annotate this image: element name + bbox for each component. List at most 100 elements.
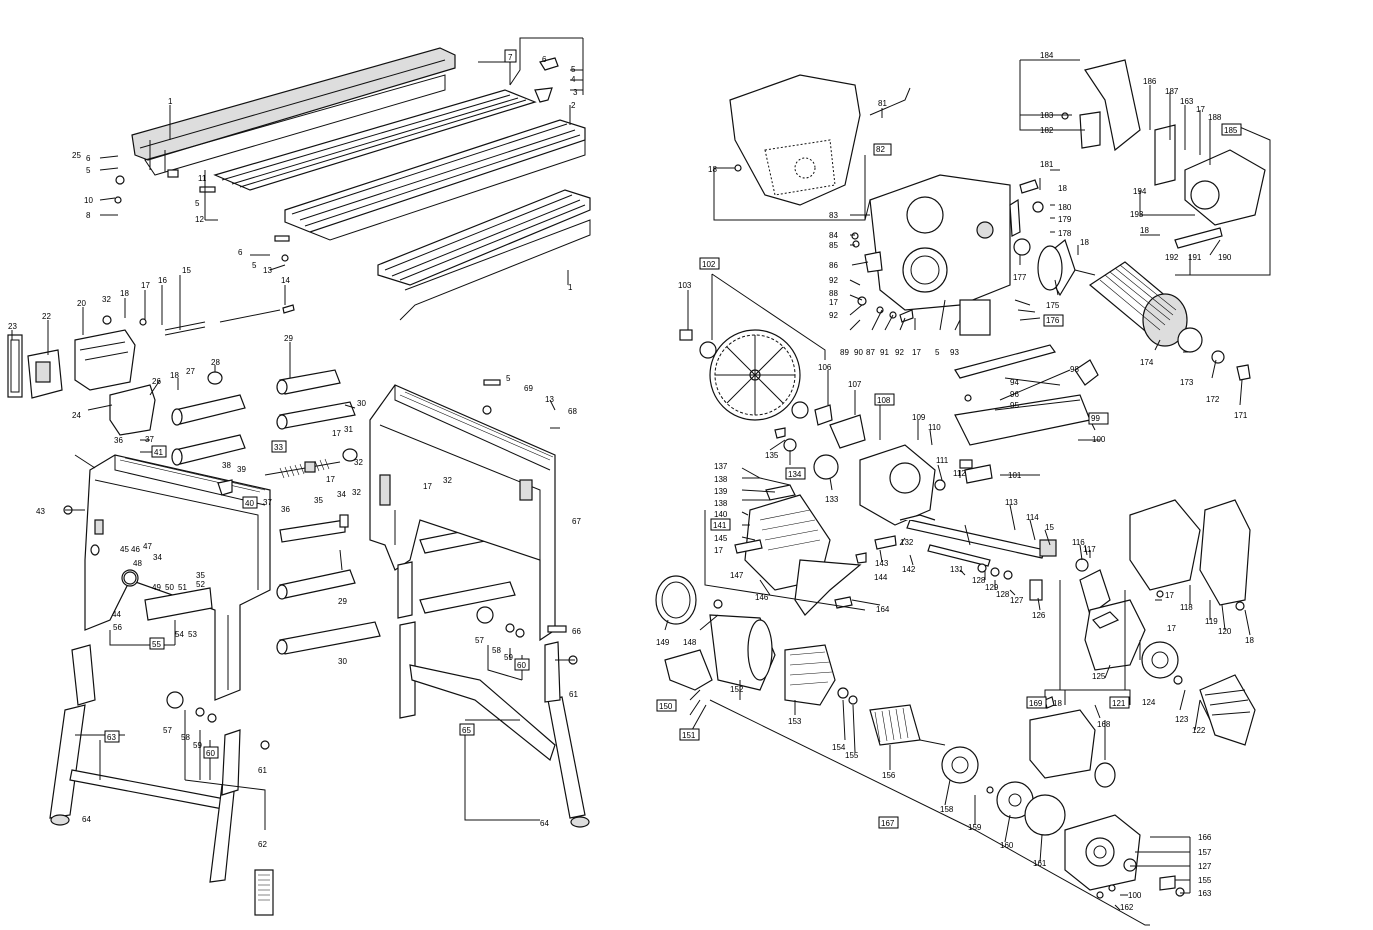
label-149: 149 xyxy=(656,638,670,647)
label-88: 88 xyxy=(829,289,838,298)
key-112 xyxy=(959,459,973,469)
fan-158 xyxy=(941,746,979,784)
label-155b: 155 xyxy=(1198,876,1212,885)
label-142: 142 xyxy=(902,565,916,574)
label-63: 63 xyxy=(107,733,116,742)
label-99: 99 xyxy=(1091,414,1100,423)
label-r18f: 18 xyxy=(1245,636,1254,645)
label-6b: 6 xyxy=(86,154,91,163)
label-20: 20 xyxy=(77,299,86,308)
allen-key xyxy=(869,87,911,116)
label-18: 18 xyxy=(120,289,129,298)
drive-spindle xyxy=(1037,238,1096,297)
gearbox xyxy=(829,414,936,526)
label-129: 129 xyxy=(985,583,999,592)
bearing-101 xyxy=(964,464,993,484)
label-6c: 6 xyxy=(238,248,243,257)
label-159: 159 xyxy=(968,823,982,832)
flange-106 xyxy=(791,401,809,419)
table-panel-middle xyxy=(284,119,586,241)
bearing-157 xyxy=(1123,858,1137,872)
label-193: 193 xyxy=(1130,210,1144,219)
label-47: 47 xyxy=(143,542,152,551)
label-44: 44 xyxy=(112,610,121,619)
label-101: 101 xyxy=(1008,471,1022,480)
filter-cartridge xyxy=(1088,261,1188,347)
label-162: 162 xyxy=(1120,903,1134,912)
label-r5: 5 xyxy=(935,348,940,357)
label-143: 143 xyxy=(875,559,889,568)
label-1: 1 xyxy=(168,97,173,106)
label-126: 126 xyxy=(1032,611,1046,620)
washer-173 xyxy=(1177,327,1203,353)
label-185: 185 xyxy=(1224,126,1238,135)
spring-132 xyxy=(899,514,936,521)
flange-102 xyxy=(699,341,717,359)
label-132: 132 xyxy=(900,538,914,547)
label-r18b: 18 xyxy=(1058,184,1067,193)
label-7: 7 xyxy=(508,53,513,62)
right-label-boxes xyxy=(656,123,1242,829)
ring-111 xyxy=(934,479,946,491)
left-labels: 1 1 2 3 4 5 6 7 6 5 10 8 11 5 12 6 5 13 … xyxy=(8,53,581,849)
label-33: 33 xyxy=(274,443,283,452)
label-16: 16 xyxy=(158,276,167,285)
label-134: 134 xyxy=(788,470,802,479)
label-177: 177 xyxy=(1013,273,1027,282)
label-151: 151 xyxy=(682,731,696,740)
armature xyxy=(869,704,946,746)
label-86: 86 xyxy=(829,261,838,270)
label-155: 155 xyxy=(845,751,859,760)
label-167: 167 xyxy=(881,819,895,828)
label-137: 137 xyxy=(714,462,728,471)
label-60: 60 xyxy=(206,749,215,758)
label-173: 173 xyxy=(1180,378,1194,387)
right-hardware xyxy=(713,112,1245,899)
label-127b: 127 xyxy=(1198,862,1212,871)
label-125: 125 xyxy=(1092,672,1106,681)
label-5b: 5 xyxy=(86,166,91,175)
label-5e: 5 xyxy=(506,374,511,383)
fence-rail xyxy=(131,47,456,176)
disc-161 xyxy=(1024,794,1066,836)
label-5: 5 xyxy=(571,65,576,74)
label-120: 120 xyxy=(1218,627,1232,636)
label-64b: 64 xyxy=(540,819,549,828)
label-61: 61 xyxy=(258,766,267,775)
label-157: 157 xyxy=(1198,848,1212,857)
motor-bracket xyxy=(744,494,862,616)
label-174: 174 xyxy=(1140,358,1154,367)
label-18b: 18 xyxy=(170,371,179,380)
label-147: 147 xyxy=(730,571,744,580)
label-4: 4 xyxy=(571,75,576,84)
label-13: 13 xyxy=(263,266,272,275)
label-r18d: 18 xyxy=(1140,226,1149,235)
label-175: 175 xyxy=(1046,301,1060,310)
label-54: 54 xyxy=(175,630,184,639)
label-131: 131 xyxy=(950,565,964,574)
rollers xyxy=(171,369,516,655)
label-50: 50 xyxy=(165,583,174,592)
label-166: 166 xyxy=(1198,833,1212,842)
label-32c: 32 xyxy=(352,488,361,497)
label-31: 31 xyxy=(344,425,353,434)
label-r17f: 17 xyxy=(1165,591,1174,600)
label-168: 168 xyxy=(1097,720,1111,729)
label-57: 57 xyxy=(163,726,172,735)
label-17b: 17 xyxy=(332,429,341,438)
label-182: 182 xyxy=(1040,126,1054,135)
label-179: 179 xyxy=(1058,215,1072,224)
label-1b: 1 xyxy=(568,283,573,292)
label-57b: 57 xyxy=(475,636,484,645)
label-35: 35 xyxy=(314,496,323,505)
label-35b: 35 xyxy=(196,571,205,580)
label-59: 59 xyxy=(193,741,202,750)
label-150: 150 xyxy=(659,702,673,711)
label-55: 55 xyxy=(152,640,161,649)
label-59b: 59 xyxy=(504,653,513,662)
label-192: 192 xyxy=(1165,253,1179,262)
plate-93 xyxy=(959,299,991,336)
label-30b: 30 xyxy=(338,657,347,666)
label-6: 6 xyxy=(542,55,547,64)
switch-assembly xyxy=(7,329,136,399)
